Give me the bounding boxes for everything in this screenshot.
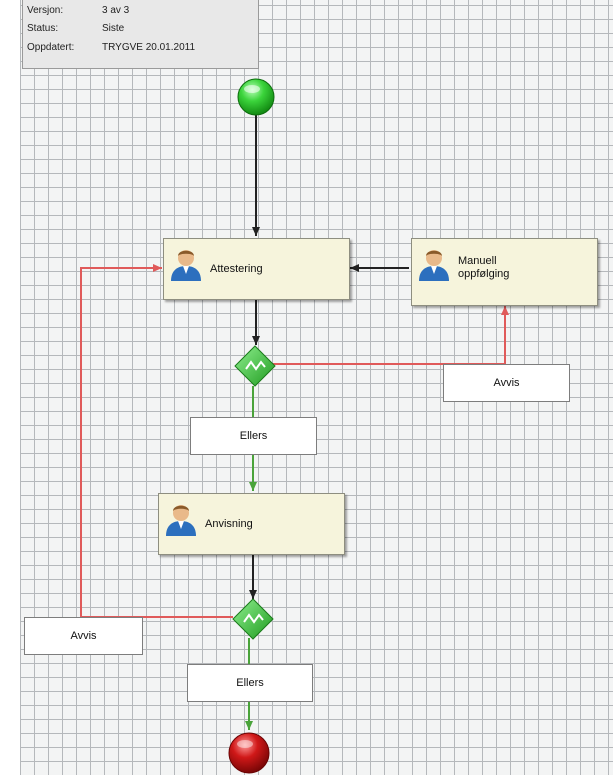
condition-ellers-2[interactable]: Ellers [187,664,313,702]
manuell-label-line2: oppfølging [458,268,510,280]
flow-gateway2-to-attestering [80,264,233,618]
activity-anvisning[interactable]: Anvisning [158,493,345,555]
version-row: Versjon: 3 av 3 [27,4,129,18]
version-value: 3 av 3 [102,5,130,16]
process-info-panel: Versjon: 3 av 3 Status: Siste Oppdatert: TR… [22,0,259,69]
updated-label: Oppdatert: [27,42,75,53]
canvas-margin [0,0,20,775]
attestering-label: Attestering [210,263,263,275]
person-icon [419,250,449,281]
updated-row: Oppdatert: TRYGVE 20.01.2011 [27,41,195,55]
status-row: Status: Siste [27,22,124,36]
condition-avvis-1[interactable]: Avvis [443,364,570,402]
manuell-label-line1: Manuell [458,255,497,267]
decision-gateway-1[interactable] [234,345,276,387]
decision-gateway-2[interactable] [232,598,274,640]
status-value: Siste [102,23,125,34]
condition-ellers-1[interactable]: Ellers [190,417,317,455]
activity-attestering[interactable]: Attestering [163,238,350,300]
activity-manuell-oppfolging[interactable]: Manuell oppfølging [411,238,598,306]
condition-avvis-2[interactable]: Avvis [24,617,143,655]
anvisning-label: Anvisning [205,518,253,530]
person-icon [171,250,201,281]
flow-gateway1-to-manuell [270,306,509,365]
updated-value: TRYGVE 20.01.2011 [102,42,196,53]
end-event[interactable] [227,731,271,775]
person-icon [166,505,196,536]
status-label: Status: [27,23,59,34]
start-event[interactable] [234,77,278,117]
version-label: Versjon: [27,5,64,16]
